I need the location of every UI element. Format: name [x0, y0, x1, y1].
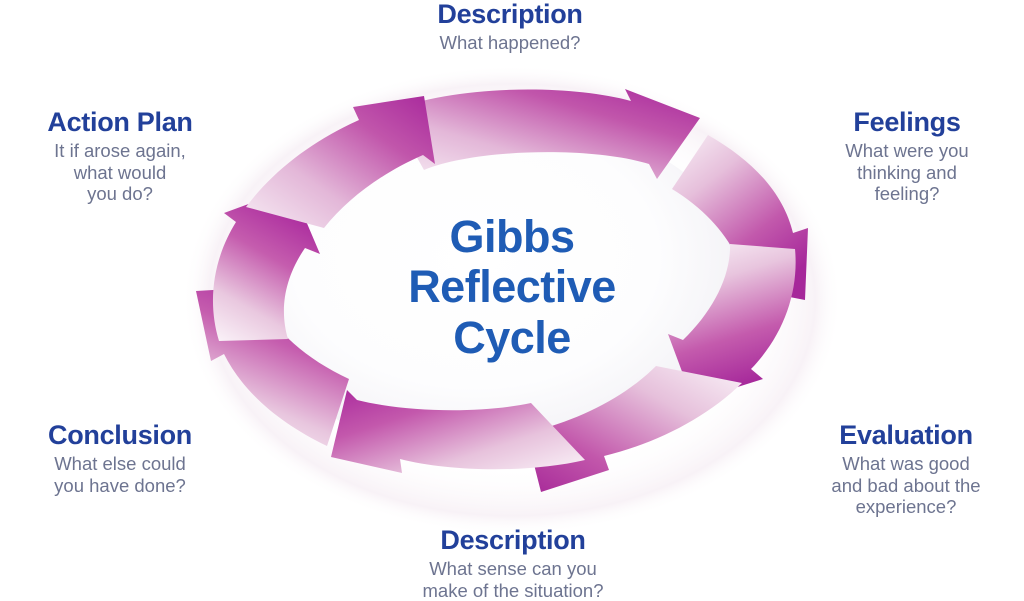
arrow-segment-7	[212, 188, 320, 341]
stage-title-action-plan: Action Plan	[47, 107, 193, 137]
center-oval	[260, 117, 750, 467]
stage-question-action-plan: It if arose again, what would you do?	[0, 140, 240, 204]
question-line: you do?	[87, 183, 153, 205]
question-line: make of the situation?	[422, 579, 604, 601]
question-line: thinking and	[857, 161, 957, 183]
stage-question-description-top: What happened?	[330, 32, 690, 53]
stage-title-description-top: Description	[437, 0, 583, 29]
stage-label-action-plan: Action Plan It if arose again, what woul…	[0, 107, 240, 205]
question-line: and bad about the	[831, 474, 981, 496]
stage-title-feelings: Feelings	[853, 107, 961, 137]
question-line: What happened?	[439, 32, 581, 54]
center-title-line-3: Cycle	[453, 311, 571, 363]
stage-label-description-bottom: Description What sense can you make of t…	[340, 525, 686, 601]
stage-question-description-bottom: What sense can you make of the situation…	[340, 558, 686, 601]
question-line: experience?	[855, 496, 957, 518]
stage-label-feelings: Feelings What were you thinking and feel…	[790, 107, 1024, 205]
question-line: What else could	[54, 453, 186, 475]
stage-title-description-bottom: Description	[440, 525, 586, 555]
center-title-line-2: Reflective	[408, 261, 616, 313]
stage-label-evaluation: Evaluation What was good and bad about t…	[788, 420, 1024, 518]
question-line: you have done?	[54, 474, 186, 496]
stage-label-conclusion: Conclusion What else could you have done…	[0, 420, 240, 496]
question-line: what would	[73, 161, 167, 183]
question-line: What were you	[845, 140, 969, 162]
stage-title-conclusion: Conclusion	[48, 420, 192, 450]
page-title: Gibbs Reflective Cycle	[332, 211, 692, 363]
arrow-segment-5	[331, 390, 585, 473]
question-line: What sense can you	[429, 558, 597, 580]
center-title-line-1: Gibbs	[449, 211, 575, 262]
question-line: feeling?	[874, 183, 940, 205]
arrow-segment-3	[668, 244, 796, 401]
stage-label-description-top: Description What happened?	[330, 0, 690, 54]
arrow-segment-8	[246, 96, 435, 228]
arrow-segment-1	[391, 89, 700, 179]
stage-question-feelings: What were you thinking and feeling?	[790, 140, 1024, 204]
stage-question-conclusion: What else could you have done?	[0, 453, 240, 496]
stage-title-evaluation: Evaluation	[839, 420, 973, 450]
question-line: It if arose again,	[54, 140, 186, 162]
stage-question-evaluation: What was good and bad about the experien…	[788, 453, 1024, 517]
question-line: What was good	[842, 453, 970, 475]
